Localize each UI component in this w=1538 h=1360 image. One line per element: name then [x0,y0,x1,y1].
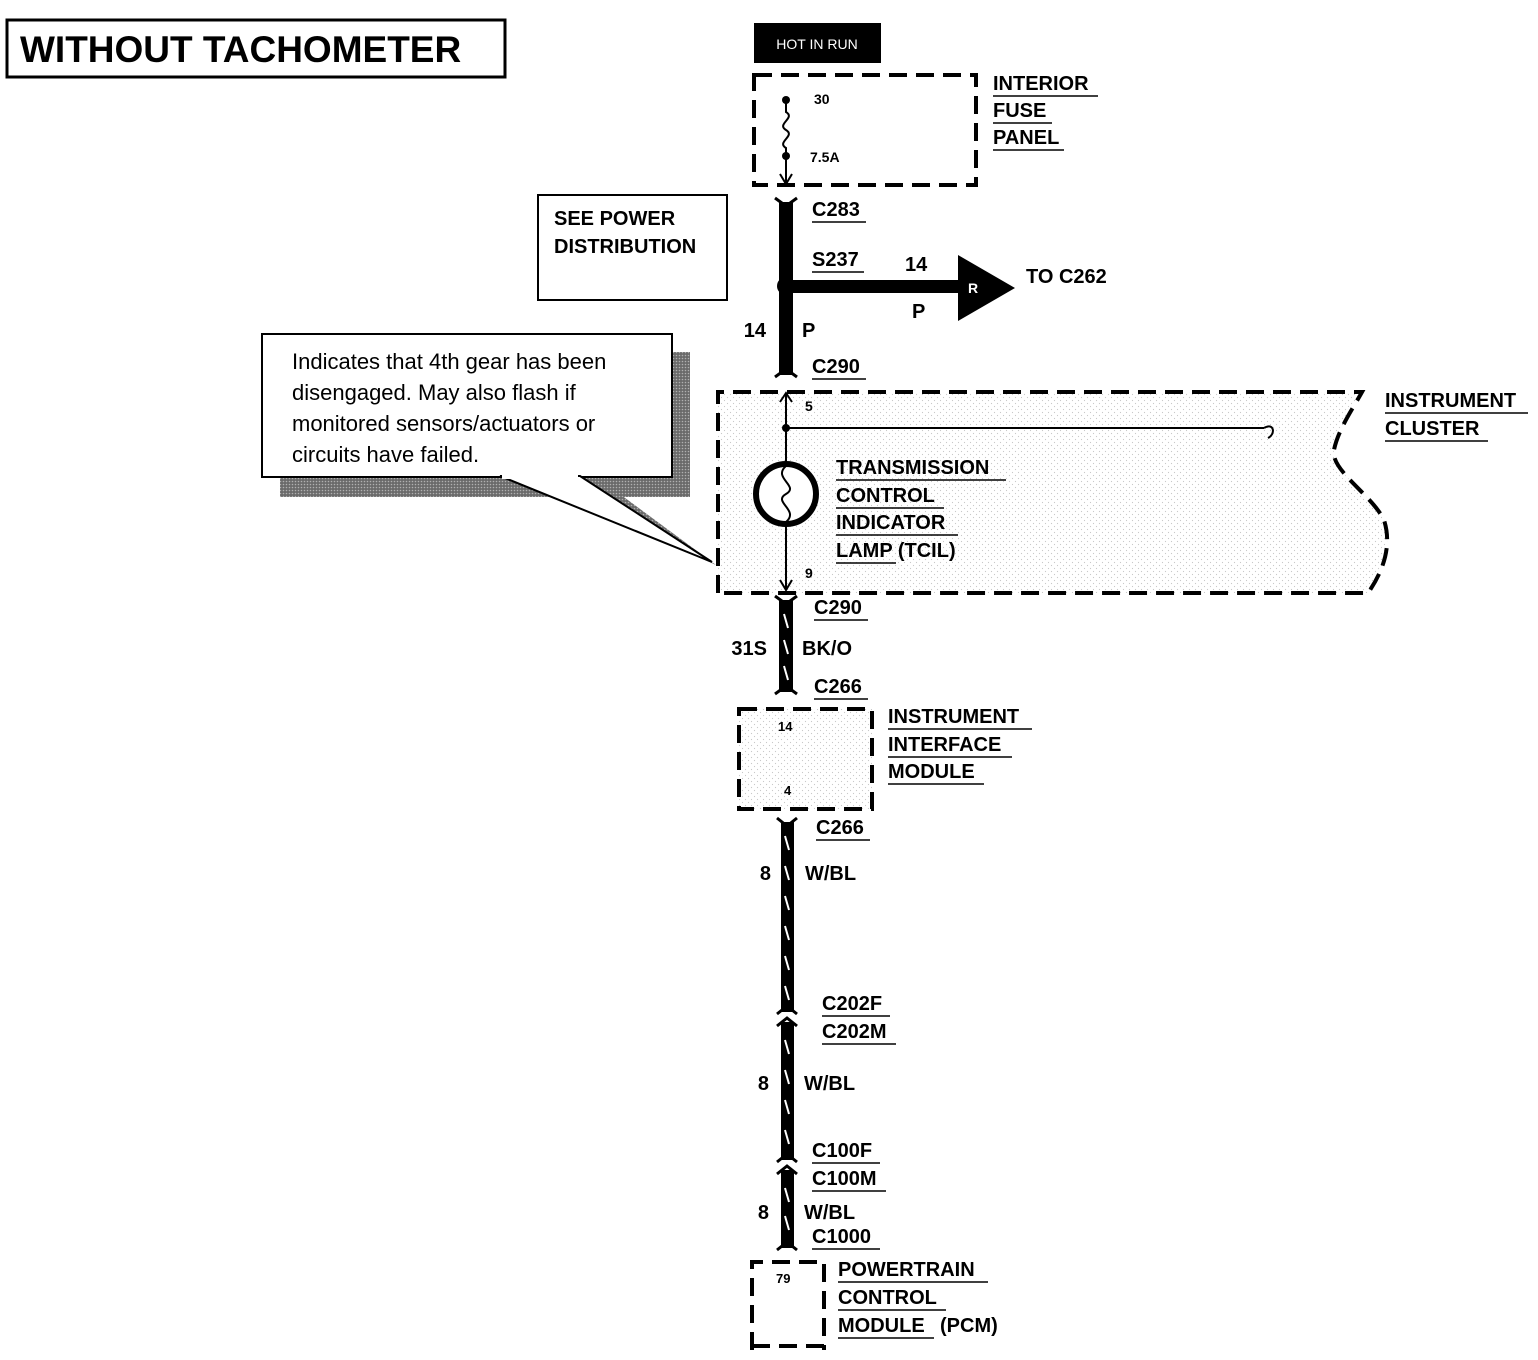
callout-line-1: Indicates that 4th gear has been [292,349,606,374]
callout-line-2: disengaged. May also flash if [292,380,577,405]
connector-c266-bottom: C266 [816,817,864,839]
wire-3-color: W/BL [805,863,856,885]
cluster-outline [716,390,1390,595]
hot-in-run-label: HOT IN RUN [776,36,857,52]
wire-5-color: W/BL [804,1202,855,1224]
fuse-symbol [782,100,790,182]
pcm-pin-79: 79 [776,1271,790,1286]
callout-line-4: circuits have failed. [292,442,479,467]
fuse-panel-label-3: PANEL [993,127,1059,149]
fuse-panel-label-2: FUSE [993,100,1046,122]
instrument-interface-module: 14 4 INSTRUMENT INTERFACE MODULE [737,706,1032,811]
see-power-label-1: SEE POWER [554,208,676,230]
connector-c266-top: C266 [814,676,862,698]
wire-2-circuit: 31S [731,638,767,660]
cluster-pin-5: 5 [805,398,813,414]
branch-circuit: 14 [905,254,928,276]
callout-box: Indicates that 4th gear has been disenga… [261,333,716,565]
wire-segment-5: 8 W/BL C1000 [758,1164,880,1252]
branch-arrow [958,255,1015,321]
connector-c283: C283 [812,199,860,221]
fuse-panel-label-1: INTERIOR [993,73,1089,95]
branch-to-c262: R 14 P TO C262 [786,254,1107,323]
connector-c100f: C100F [812,1140,872,1162]
connector-c202f: C202F [822,993,882,1015]
callout-line-3: monitored sensors/actuators or [292,411,595,436]
connector-c290-bottom: C290 [814,597,862,619]
connector-c290-top: C290 [812,356,860,378]
pcm-label-2: CONTROL [838,1287,937,1309]
wire-2-color: BK/O [802,638,852,660]
wire-segment-2: C290 31S BK/O C266 [731,594,868,700]
wire-1-circuit: 14 [744,320,767,342]
branch-destination: TO C262 [1026,266,1107,288]
iim-pin-4: 4 [784,783,792,798]
iim-label-1: INSTRUMENT [888,706,1019,728]
instrument-cluster: 5 9 TRANSMISSION CONTROL INDICATOR LAMP … [716,390,1528,595]
see-power-distribution-box: SEE POWER DISTRIBUTION [537,194,728,301]
pcm-label-suffix: (PCM) [940,1315,998,1337]
diagram-title: WITHOUT TACHOMETER [20,29,461,70]
wire-4-circuit: 8 [758,1073,769,1095]
title-box: WITHOUT TACHOMETER [5,18,507,79]
cluster-label-1: INSTRUMENT [1385,390,1516,412]
iim-label-3: MODULE [888,761,975,783]
iim-label-2: INTERFACE [888,734,1001,756]
see-power-label-2: DISTRIBUTION [554,236,696,258]
tcil-label-3: INDICATOR [836,512,946,534]
branch-arrow-letter: R [968,280,978,296]
interior-fuse-panel: 30 7.5A INTERIOR FUSE PANEL [752,73,1098,187]
splice-s237-label: S237 [812,249,859,271]
wire-1-color: P [802,320,815,342]
pcm-label-1: POWERTRAIN [838,1259,975,1281]
wire-segment-3: C266 8 W/BL C202F C202M [760,816,896,1045]
hot-in-run-badge: HOT IN RUN [754,23,881,63]
connector-c1000: C1000 [812,1226,871,1248]
wire-5-circuit: 8 [758,1202,769,1224]
tcil-label-2: CONTROL [836,485,935,507]
tcil-label-4: LAMP (TCIL) [836,540,956,562]
iim-pin-14: 14 [778,719,793,734]
fuse-rating: 7.5A [810,149,840,165]
fuse-number: 30 [814,91,830,107]
pcm-label-3: MODULE [838,1315,925,1337]
wire-segment-4: 8 W/BL C100F C100M [758,1016,886,1192]
connector-c100m: C100M [812,1168,876,1190]
cluster-label-2: CLUSTER [1385,418,1480,440]
cluster-pin-9: 9 [805,565,813,581]
powertrain-control-module: 79 POWERTRAIN CONTROL MODULE (PCM) [750,1259,998,1350]
wire-3-circuit: 8 [760,863,771,885]
branch-color: P [912,301,925,323]
connector-c202m: C202M [822,1021,886,1043]
tcil-label-1: TRANSMISSION [836,457,989,479]
wire-4-color: W/BL [804,1073,855,1095]
